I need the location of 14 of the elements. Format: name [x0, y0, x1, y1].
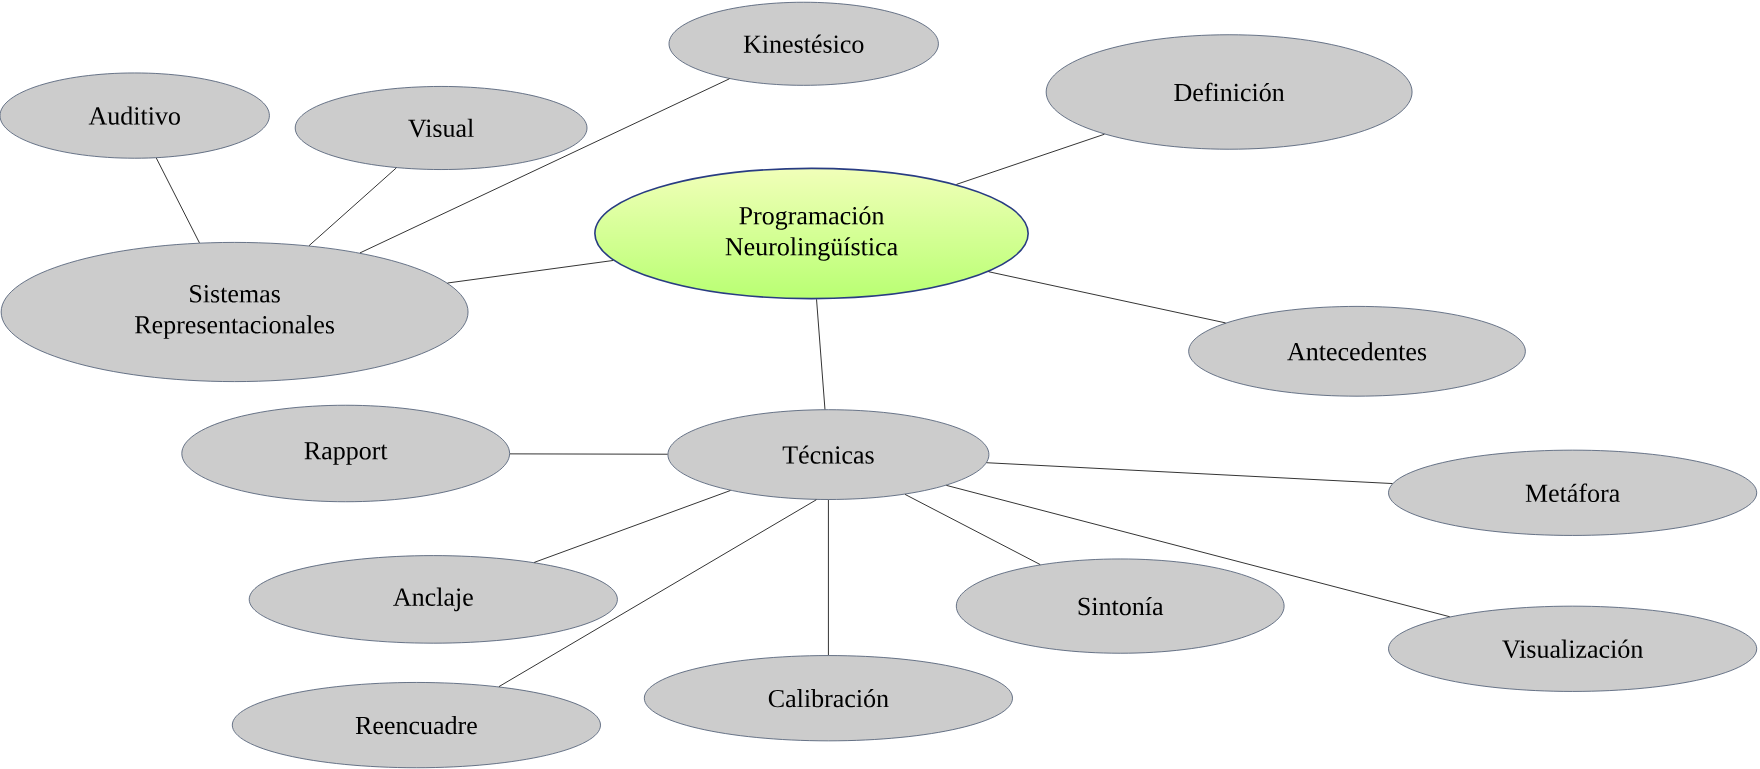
connector-line: [447, 260, 614, 284]
connector-line: [816, 299, 826, 410]
connector-line: [533, 490, 731, 563]
connector-line: [986, 462, 1393, 484]
connector-line: [904, 494, 1041, 565]
connector-line: [498, 499, 817, 687]
connector-line: [988, 271, 1226, 324]
connector-line: [308, 167, 397, 247]
connector-line: [828, 499, 829, 656]
connector-line: [155, 157, 200, 244]
connector-line: [509, 453, 668, 455]
connector-line: [956, 133, 1105, 185]
connector-line: [359, 78, 730, 254]
connector-line: [946, 485, 1451, 618]
